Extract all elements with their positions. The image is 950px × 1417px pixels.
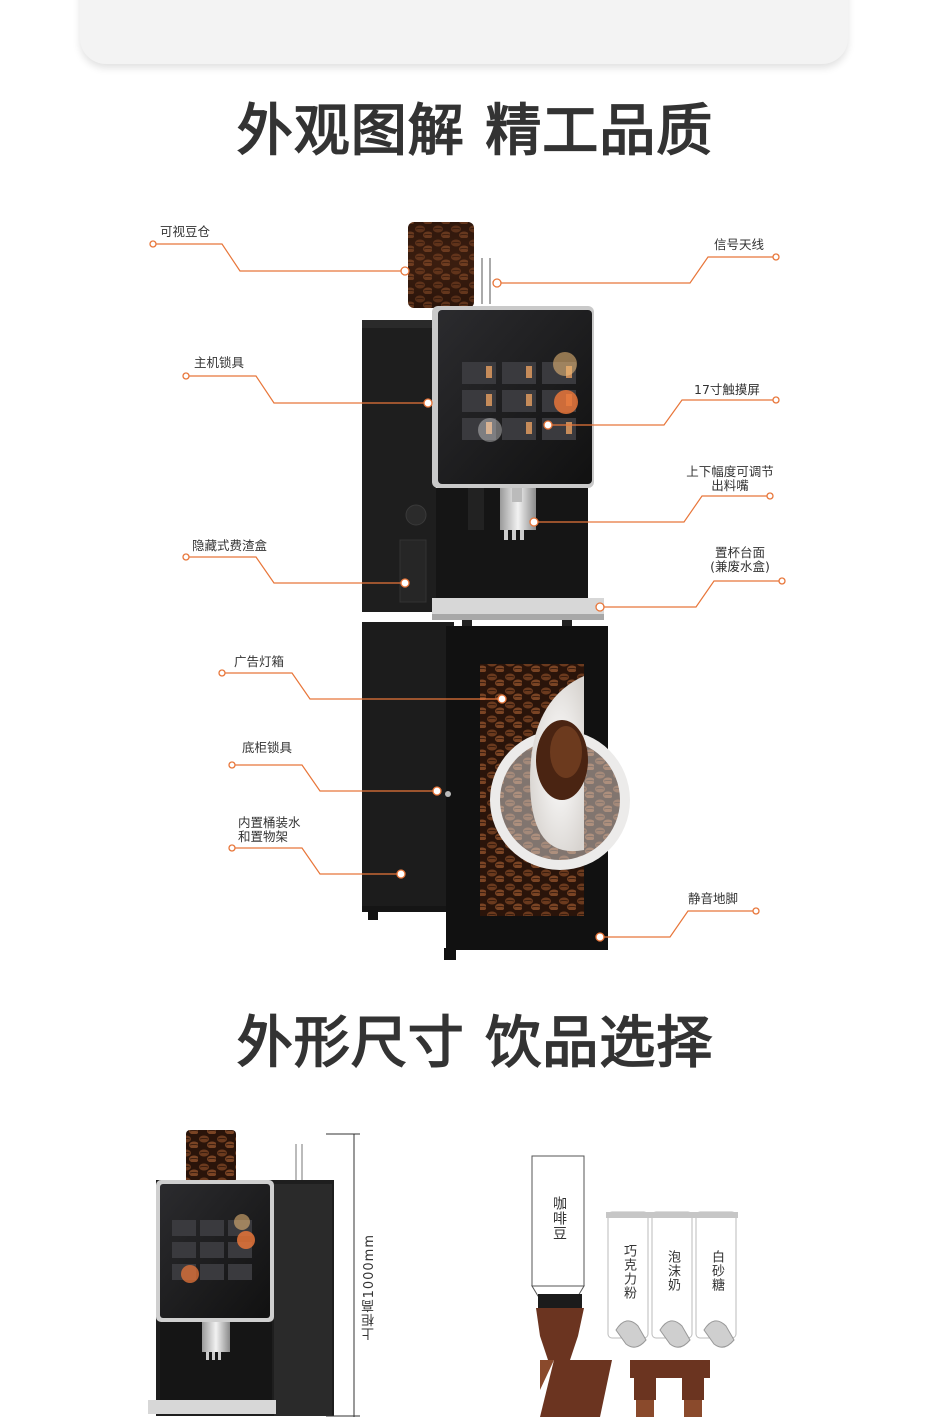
label-waste-box: 隐藏式费渣盒 bbox=[192, 538, 268, 553]
cabinet-side bbox=[362, 622, 454, 912]
line-feet bbox=[600, 910, 756, 938]
canister-coffee-bean bbox=[531, 1155, 612, 1417]
section-title-dimensions: 外形尺寸 饮品选择 bbox=[236, 1011, 714, 1076]
label-touchscreen: 17寸触摸屏 bbox=[694, 382, 760, 397]
line-ad-lightbox bbox=[222, 672, 502, 700]
label-feet: 静音地脚 bbox=[688, 891, 739, 906]
label-main-lock: 主机锁具 bbox=[194, 355, 245, 370]
line-antenna bbox=[497, 256, 776, 284]
canister-label-chocolate: 巧克力粉 bbox=[621, 1244, 636, 1300]
canister-label-sugar: 白砂糖 bbox=[709, 1250, 724, 1292]
line-touchscreen bbox=[548, 399, 776, 426]
line-bean-hopper bbox=[153, 243, 405, 272]
line-cup-tray bbox=[600, 580, 782, 608]
height-label: 上柜高1000mm bbox=[362, 1234, 377, 1341]
line-waste-box bbox=[186, 556, 405, 584]
line-water-rack bbox=[232, 847, 401, 875]
label-ad-lightbox: 广告灯箱 bbox=[234, 654, 285, 669]
line-main-lock bbox=[186, 375, 428, 404]
canister-label-milk: 泡沫奶 bbox=[665, 1250, 680, 1292]
label-cup-tray: 置杯台面(兼废水盒) bbox=[710, 545, 770, 574]
canister-label-coffee: 咖啡豆 bbox=[551, 1196, 567, 1241]
line-nozzle bbox=[534, 495, 770, 523]
small-bean-hopper bbox=[186, 1130, 236, 1184]
label-bean-hopper: 可视豆仓 bbox=[160, 224, 211, 239]
section-title-appearance: 外观图解 精工品质 bbox=[236, 99, 714, 164]
cup-tray bbox=[432, 598, 604, 618]
label-water-rack: 内置桶装水和置物架 bbox=[238, 815, 301, 844]
label-cabinet-lock: 底柜锁具 bbox=[242, 740, 293, 755]
canister-row bbox=[606, 1211, 738, 1417]
label-antenna: 信号天线 bbox=[714, 237, 765, 252]
line-cabinet-lock bbox=[232, 764, 437, 792]
label-nozzle: 上下幅度可调节出料嘴 bbox=[686, 464, 774, 493]
top-card bbox=[80, 0, 848, 64]
